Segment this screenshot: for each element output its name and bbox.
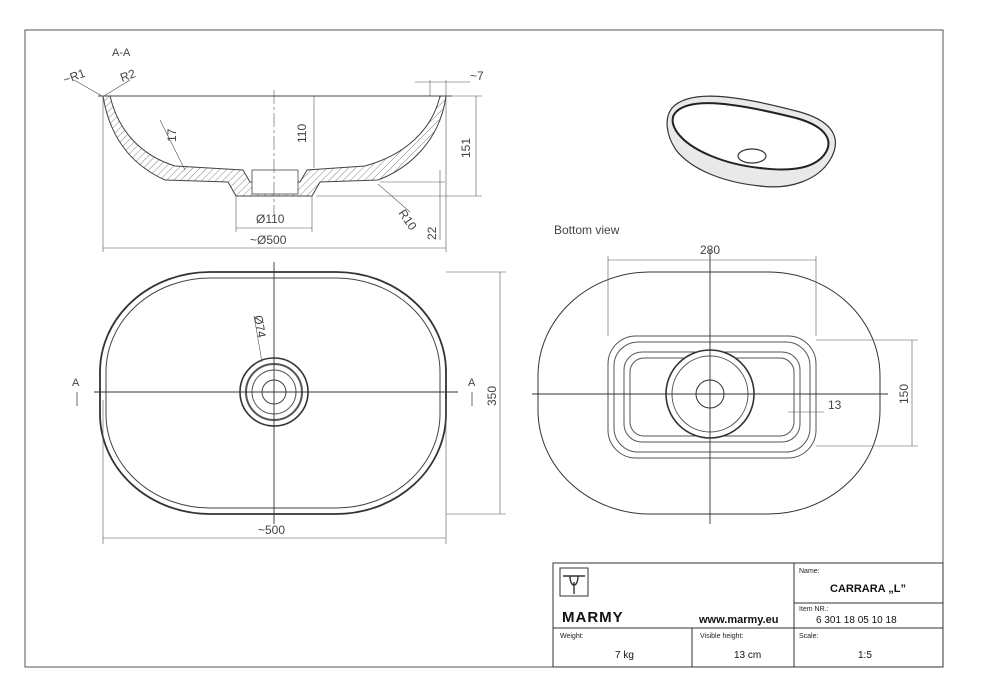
section-marker-left: A: [72, 377, 80, 389]
section-inner-surface: [109, 95, 441, 183]
weight-label: Weight:: [560, 633, 584, 640]
dim-110-label: 110: [295, 124, 309, 143]
scale-label: Scale:: [799, 633, 819, 640]
bottom-outline: [537, 271, 881, 515]
marmy-logo-icon: [559, 567, 589, 597]
scale-value: 1:5: [858, 650, 872, 661]
radius-r2-label: R2: [118, 66, 138, 85]
item-label: Item NR.:: [799, 606, 829, 613]
title-block: MARMY www.marmy.eu Name: CARRARA „L” Ite…: [552, 562, 944, 668]
dim-dia500-label: ~Ø500: [250, 233, 287, 247]
bottom-view: Bottom view 280 150 13: [532, 223, 918, 524]
dim-151-label: 151: [459, 138, 473, 158]
brand-name: MARMY: [562, 609, 624, 626]
bottom-view-title: Bottom view: [554, 223, 620, 237]
visible-height-value: 13 cm: [734, 650, 761, 661]
item-value: 6 301 18 05 10 18: [816, 615, 897, 626]
basin-outline-inner: [105, 277, 441, 509]
dim-350-label: 350: [485, 386, 499, 406]
section-label: A-A: [112, 47, 131, 59]
dim-dia110-label: Ø110: [256, 212, 285, 226]
dim-150-label: 150: [897, 384, 911, 404]
radius-r1-label: ~R1: [61, 66, 87, 87]
dim-17-label: 17: [165, 128, 179, 142]
section-view-a-a: A-A ~R1 R2 ~7 17 110 151 22: [61, 47, 484, 252]
section-marker-right: A: [468, 377, 476, 389]
drain-hole-3d: [737, 148, 767, 164]
dim-13-label: 13: [828, 398, 842, 412]
top-view: Ø74 A A 350 ~500: [72, 262, 506, 544]
wall-width-label: ~7: [470, 69, 484, 83]
weight-value: 7 kg: [615, 650, 634, 661]
name-value: CARRARA „L”: [830, 583, 906, 595]
website-url: www.marmy.eu: [698, 614, 778, 626]
isometric-view: [666, 95, 836, 188]
drain-cavity: [251, 169, 299, 195]
basin-outline-outer: [99, 271, 447, 515]
radius-r10-label: R10: [396, 207, 420, 233]
dim-500-label: ~500: [258, 523, 285, 537]
drawing-frame: [24, 29, 944, 668]
visible-height-label: Visible height:: [700, 633, 744, 640]
dim-dia74-label: Ø74: [251, 314, 269, 339]
dim-280-label: 280: [700, 243, 720, 257]
name-label: Name:: [799, 568, 820, 575]
dim-22-label: 22: [425, 226, 439, 240]
